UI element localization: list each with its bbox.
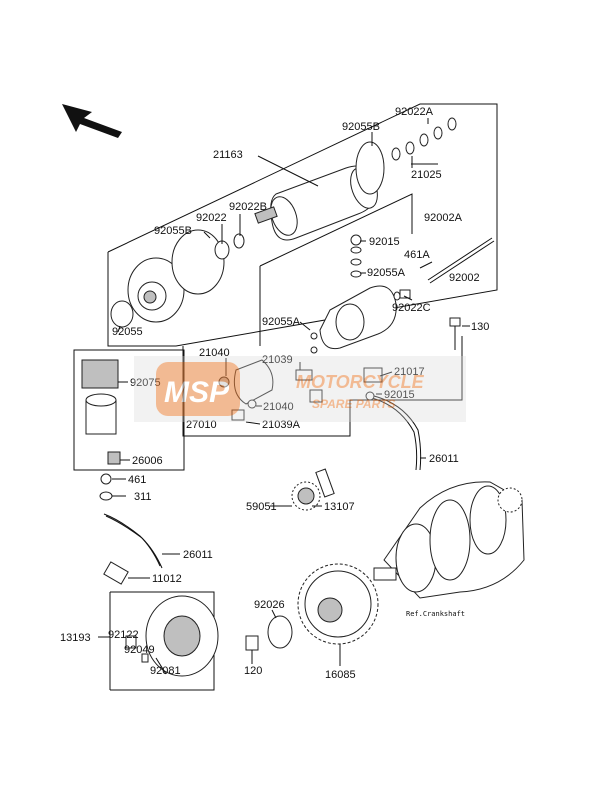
leader-lines <box>98 118 470 666</box>
rear-end-cover <box>319 285 397 350</box>
label-92081: 92081 <box>150 665 181 677</box>
label-92022a-top: 92022A <box>395 106 434 118</box>
bolt-120 <box>245 635 259 660</box>
label-92075: 92075 <box>130 377 161 389</box>
label-92015-top: 92015 <box>369 236 400 248</box>
label-461: 461 <box>128 474 146 486</box>
terminal-hardware <box>99 473 113 501</box>
starter-relay <box>81 359 121 465</box>
label-120: 120 <box>244 665 262 677</box>
watermark-logo: MSP <box>156 362 240 416</box>
label-92015-mid: 92015 <box>384 389 415 401</box>
label-92022b: 92022B <box>229 201 267 213</box>
label-92055b-left: 92055B <box>154 225 192 237</box>
part-labels: 92022A 92055B 21163 21025 92022B 92002A … <box>60 106 489 681</box>
label-92122: 92122 <box>108 629 139 641</box>
starter-idle-gear-59051 <box>291 468 335 511</box>
crankshaft-reference <box>373 481 525 599</box>
label-92049: 92049 <box>124 644 155 656</box>
label-26006: 26006 <box>132 455 163 467</box>
washer-92026 <box>267 615 293 649</box>
label-21025: 21025 <box>411 169 442 181</box>
cable-26011-left <box>103 513 161 567</box>
label-21163: 21163 <box>213 149 243 161</box>
label-11012: 11012 <box>152 573 182 585</box>
washer-stack-92022a <box>391 117 457 161</box>
label-130: 130 <box>471 321 489 333</box>
front-cover <box>127 257 185 323</box>
label-92022c: 92022C <box>392 302 431 314</box>
label-92055a-mid: 92055A <box>367 267 406 279</box>
label-92022: 92022 <box>196 212 227 224</box>
o-ring-92055b-top <box>355 141 385 195</box>
terminal-bolt-hardware <box>350 234 411 301</box>
starter-clutch-gear-16085 <box>297 563 379 645</box>
label-92002a: 92002A <box>424 212 463 224</box>
cable-end-11012 <box>103 561 129 585</box>
label-59051: 59051 <box>246 501 277 513</box>
through-bolt-92002 <box>427 237 493 281</box>
label-26011-left: 26011 <box>183 549 213 561</box>
cable-26011-right <box>371 397 418 471</box>
watermark-brand-line1: MOTORCYCLE <box>296 372 425 392</box>
washer-92022b <box>233 233 245 249</box>
label-16085: 16085 <box>325 669 356 681</box>
label-92026: 92026 <box>254 599 285 611</box>
watermark: MSP MOTORCYCLE SPARE PARTS <box>134 356 466 422</box>
brush-holder-21039 <box>231 332 323 421</box>
label-92002: 92002 <box>449 272 480 284</box>
label-461a: 461A <box>404 249 430 261</box>
watermark-brand-line2: SPARE PARTS <box>312 397 395 411</box>
label-92055: 92055 <box>112 326 143 338</box>
label-21040-mid: 21040 <box>263 401 294 413</box>
one-way-clutch-13193 <box>125 595 219 677</box>
label-21039-top: 21039 <box>262 354 293 366</box>
label-13107: 13107 <box>324 501 355 513</box>
label-26011-right: 26011 <box>429 453 459 465</box>
svg-text:MSP: MSP <box>164 376 230 409</box>
o-ring-92055b-left <box>171 229 225 295</box>
label-92055b-top: 92055B <box>342 121 380 133</box>
o-ring-92055 <box>110 300 134 328</box>
label-92055a-left: 92055A <box>262 316 301 328</box>
label-21039a: 21039A <box>262 419 301 431</box>
bolt-130 <box>449 317 461 350</box>
label-13193: 13193 <box>60 632 91 644</box>
label-21017: 21017 <box>394 366 425 378</box>
label-27010: 27010 <box>186 419 217 431</box>
label-ref-crankshaft: Ref.Crankshaft <box>406 610 465 618</box>
label-311: 311 <box>134 491 152 503</box>
front-direction-arrow-icon <box>62 104 122 138</box>
label-21040-top: 21040 <box>199 347 230 359</box>
